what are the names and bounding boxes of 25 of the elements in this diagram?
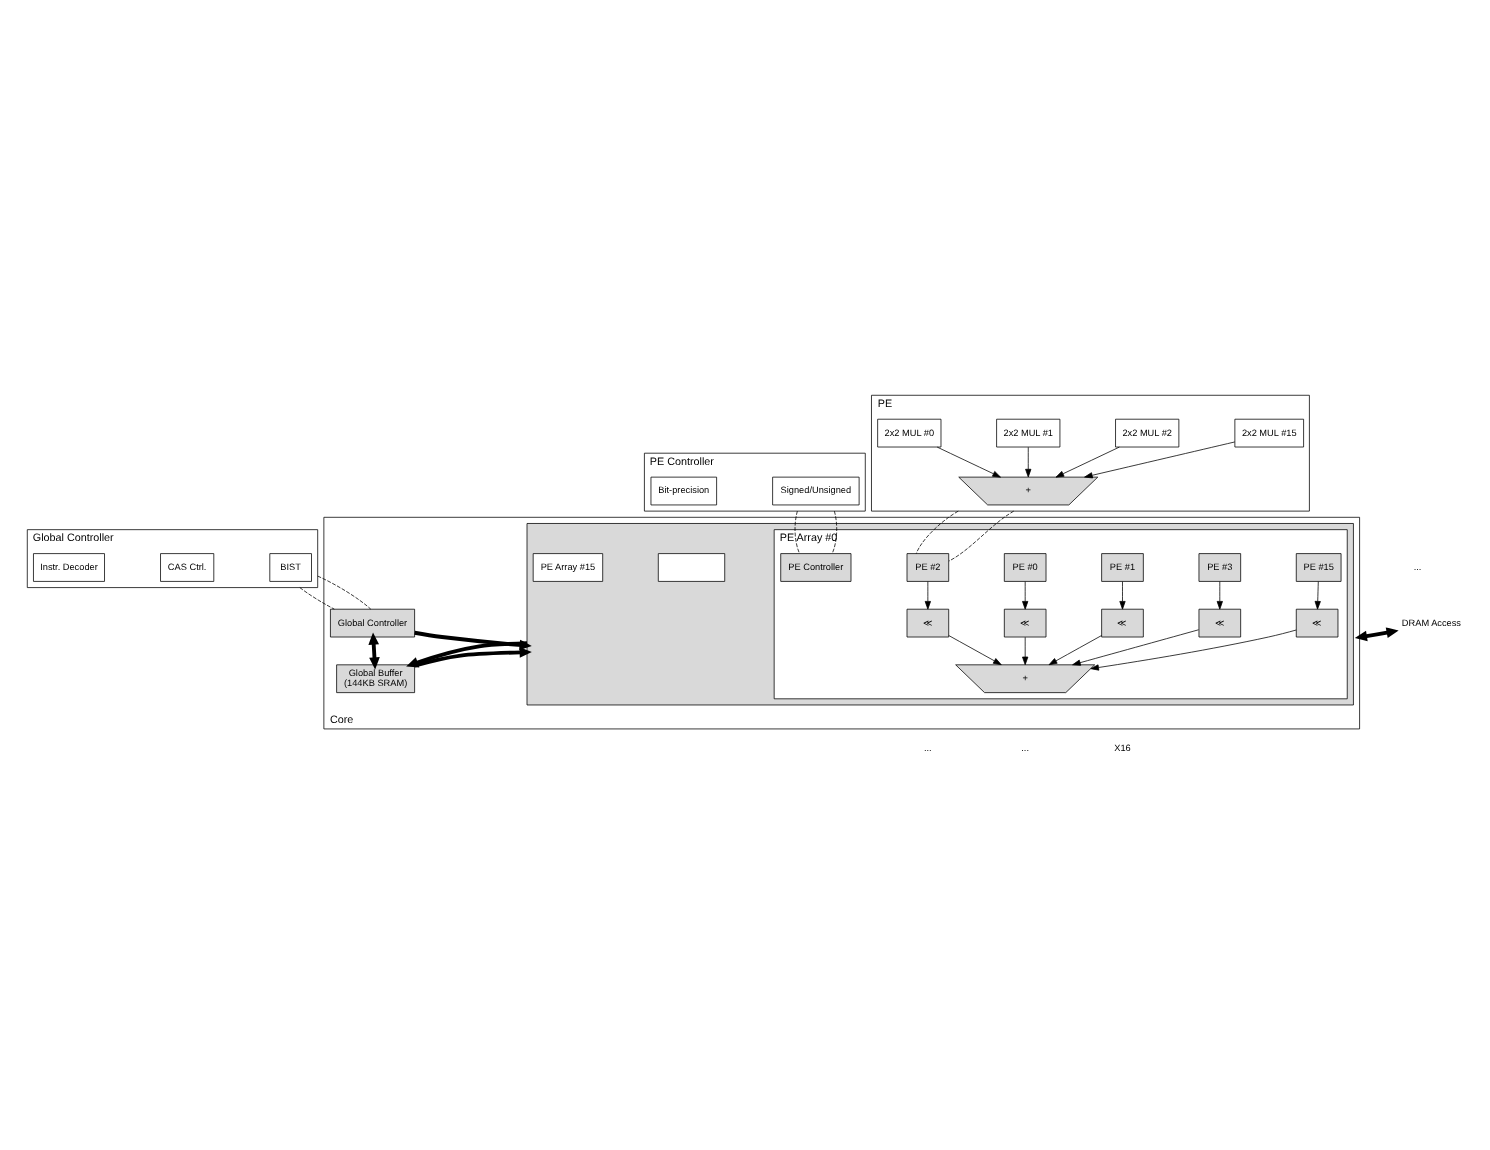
connector bbox=[299, 586, 335, 609]
arrow bbox=[1022, 635, 1029, 665]
arrow bbox=[1216, 580, 1223, 609]
arrow bbox=[1090, 628, 1297, 670]
arrow bbox=[948, 634, 1002, 665]
arrow bbox=[1025, 445, 1032, 477]
connector bbox=[915, 509, 959, 553]
connector bbox=[317, 574, 372, 609]
arrow bbox=[1354, 626, 1399, 641]
connector bbox=[794, 509, 800, 553]
arrow bbox=[1314, 580, 1321, 609]
connector bbox=[831, 509, 838, 553]
arrow bbox=[1084, 440, 1236, 478]
arrow bbox=[1022, 580, 1029, 609]
arrow bbox=[414, 646, 532, 667]
arrow bbox=[1055, 445, 1120, 477]
arrow bbox=[406, 640, 528, 667]
arrow bbox=[1048, 634, 1102, 665]
arrow bbox=[1072, 628, 1199, 665]
cluster bbox=[526, 522, 1354, 705]
node-box bbox=[657, 552, 726, 581]
arrow bbox=[1119, 580, 1126, 609]
connector bbox=[948, 509, 1015, 561]
arrow bbox=[924, 580, 931, 609]
arrow bbox=[936, 445, 1001, 477]
